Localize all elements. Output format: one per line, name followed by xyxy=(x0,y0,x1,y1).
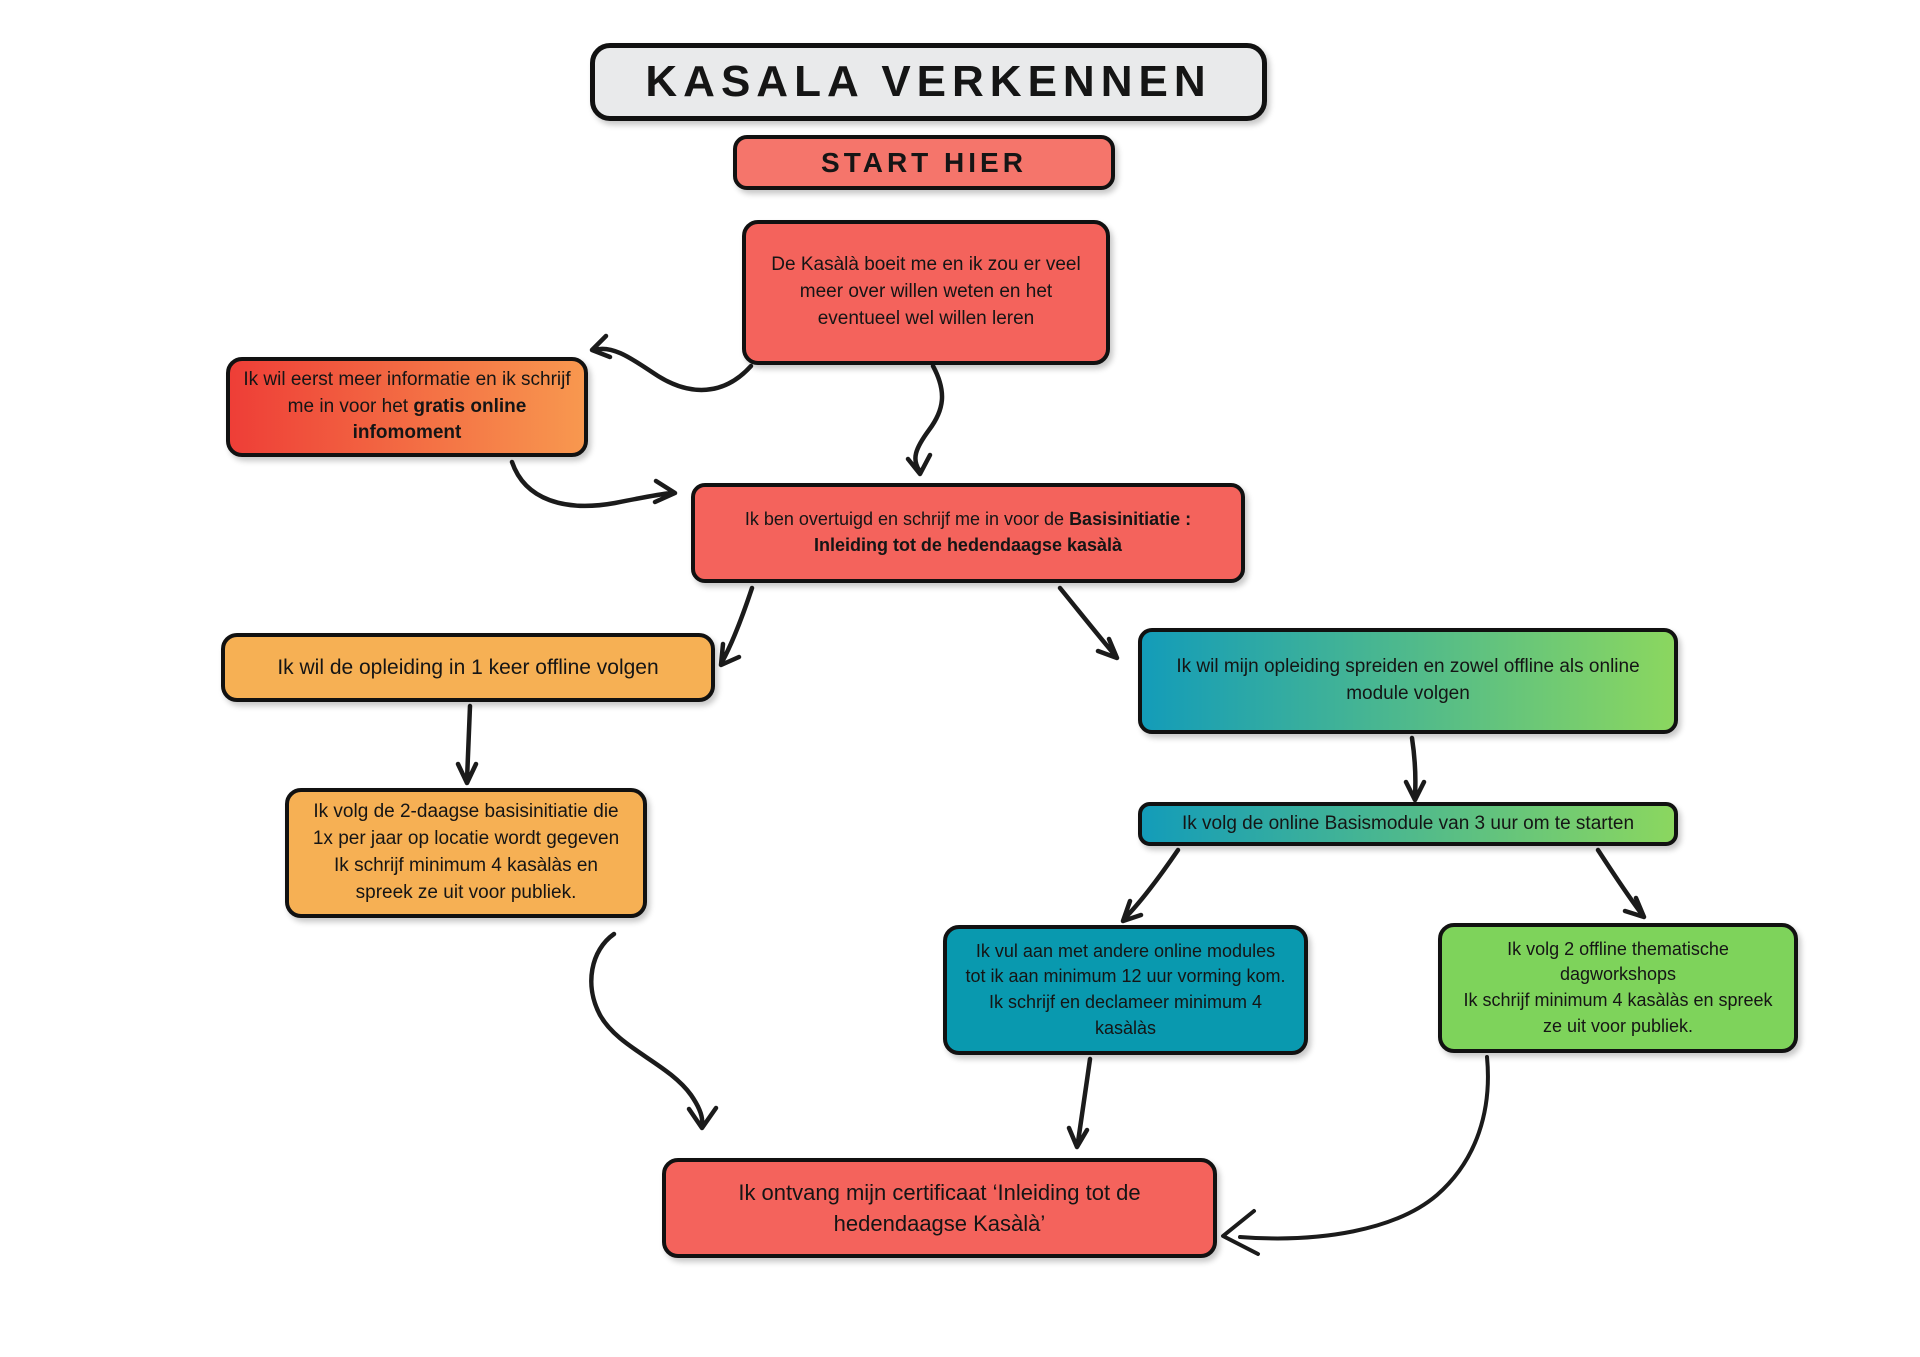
node-interest: De Kasàlà boeit me en ik zou er veel mee… xyxy=(742,220,1110,365)
node-interest-text: De Kasàlà boeit me en ik zou er veel mee… xyxy=(771,254,1081,329)
diagram-title: KASALA VERKENNEN xyxy=(590,43,1267,121)
arrow-interest-to-basis xyxy=(905,363,945,477)
diagram-title-label: KASALA VERKENNEN xyxy=(645,56,1212,106)
arrow-module-to-workshops xyxy=(1595,847,1647,920)
node-infomoment-text-bold: gratis online infomoment xyxy=(352,395,527,444)
arrow-basis-to-offline xyxy=(718,585,755,668)
node-online-basismodule-text: Ik volg de online Basismodule van 3 uur … xyxy=(1181,812,1635,834)
node-infomoment-text-normal: Ik wil eerst meer informatie en ik schri… xyxy=(243,368,571,417)
start-here-badge: START HIER xyxy=(733,135,1115,190)
node-infomoment-text: Ik wil eerst meer informatie en ik schri… xyxy=(242,367,572,448)
arrow-twodaagse-to-certificate xyxy=(589,931,719,1131)
node-certificaat: Ik ontvang mijn certificaat ‘Inleiding t… xyxy=(662,1158,1217,1258)
arrow-basis-to-spread xyxy=(1057,585,1120,661)
node-dagworkshops: Ik volg 2 offline thematische dagworksho… xyxy=(1438,923,1798,1053)
arrow-workshops-to-certificate xyxy=(1221,1055,1490,1256)
node-2daagse: Ik volg de 2-daagse basisinitiatie die 1… xyxy=(285,788,647,918)
arrow-interest-to-info xyxy=(589,333,754,393)
node-spread-text: Ik wil mijn opleiding spreiden en zowel … xyxy=(1176,656,1640,704)
node-online-basismodule: Ik volg de online Basismodule van 3 uur … xyxy=(1138,802,1678,846)
arrow-offline-to-twodaagse xyxy=(455,703,479,786)
node-basisinitiatie: Ik ben overtuigd en schrijf me in voor d… xyxy=(691,483,1245,583)
node-dagworkshops-text: Ik volg 2 offline thematische dagworksho… xyxy=(1463,938,1773,1036)
start-here-label: START HIER xyxy=(821,146,1027,178)
node-online-12uur-text: Ik vul aan met andere online modules tot… xyxy=(965,940,1286,1038)
node-online-12uur: Ik vul aan met andere online modules tot… xyxy=(943,925,1308,1055)
arrow-info-to-basis xyxy=(509,459,678,508)
node-2daagse-text: Ik volg de 2-daagse basisinitiatie die 1… xyxy=(312,801,620,903)
node-basisinitiatie-text-bold: Basisinitiatie : Inleiding tot de hedend… xyxy=(813,509,1192,555)
node-certificaat-text: Ik ontvang mijn certificaat ‘Inleiding t… xyxy=(738,1179,1141,1236)
node-basisinitiatie-text: Ik ben overtuigd en schrijf me in voor d… xyxy=(745,507,1191,558)
node-infomoment: Ik wil eerst meer informatie en ik schri… xyxy=(226,357,588,457)
arrow-online12-to-certificate xyxy=(1066,1056,1093,1150)
node-basisinitiatie-text-normal: Ik ben overtuigd en schrijf me in voor d… xyxy=(744,509,1070,530)
node-offline-1keer: Ik wil de opleiding in 1 keer offline vo… xyxy=(221,633,715,702)
arrow-spread-to-module xyxy=(1403,735,1427,803)
arrow-module-to-online12 xyxy=(1120,847,1181,924)
node-spread: Ik wil mijn opleiding spreiden en zowel … xyxy=(1138,628,1678,734)
node-offline-1keer-text: Ik wil de opleiding in 1 keer offline vo… xyxy=(277,655,659,679)
